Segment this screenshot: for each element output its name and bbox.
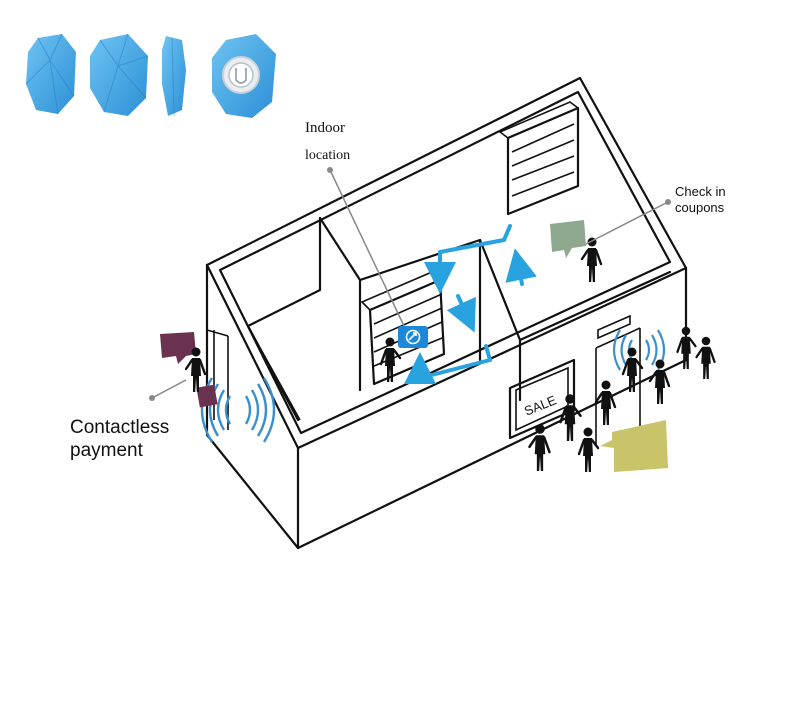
checkin-label-line2: coupons: [675, 200, 725, 215]
shopper-figure: [621, 347, 644, 392]
shopper-figure: [676, 326, 697, 369]
shopper-figure: [184, 347, 207, 392]
location-pin-icon: [398, 326, 428, 348]
shoppers: [184, 237, 716, 472]
shopper-figure: [577, 427, 600, 472]
beacon-side-icon: [162, 36, 186, 117]
indoor-location-callout: Indoor location: [305, 120, 405, 327]
sale-sign-text: SALE: [522, 392, 559, 418]
checkin-label-line1: Check in: [675, 184, 726, 199]
shopper-figure: [594, 380, 617, 425]
checkin-callout: Check in coupons: [585, 184, 726, 245]
contactless-label-line1: Contactless: [70, 417, 169, 438]
contactless-label-line2: payment: [70, 440, 144, 461]
payment-bubble-top: [160, 332, 196, 364]
shopper-figure: [580, 237, 603, 282]
shopper-figure: [648, 359, 671, 404]
payment-signal-waves: [200, 377, 276, 443]
payment-card: [196, 384, 218, 408]
shopper-figure: [559, 394, 582, 441]
coupon-bubble: [600, 420, 668, 472]
beacon-angled-icon: [90, 33, 149, 116]
contactless-callout: Contactless payment: [70, 379, 187, 461]
beacon-front-icon: [25, 33, 76, 115]
indoor-label-line1: Indoor: [305, 120, 345, 136]
shopper-figure: [695, 336, 716, 379]
shopper-figure: [528, 424, 551, 471]
customer-flow-path: [404, 224, 537, 384]
beacon-views: [25, 33, 276, 118]
entrance-signal-waves: [612, 329, 666, 371]
checkin-bubble: [550, 220, 586, 258]
indoor-label-line2: location: [305, 148, 350, 163]
shopper-figure: [379, 337, 402, 382]
store-building: [205, 76, 688, 550]
back-shelf: [498, 101, 580, 216]
beacon-back-icon: [212, 34, 276, 118]
